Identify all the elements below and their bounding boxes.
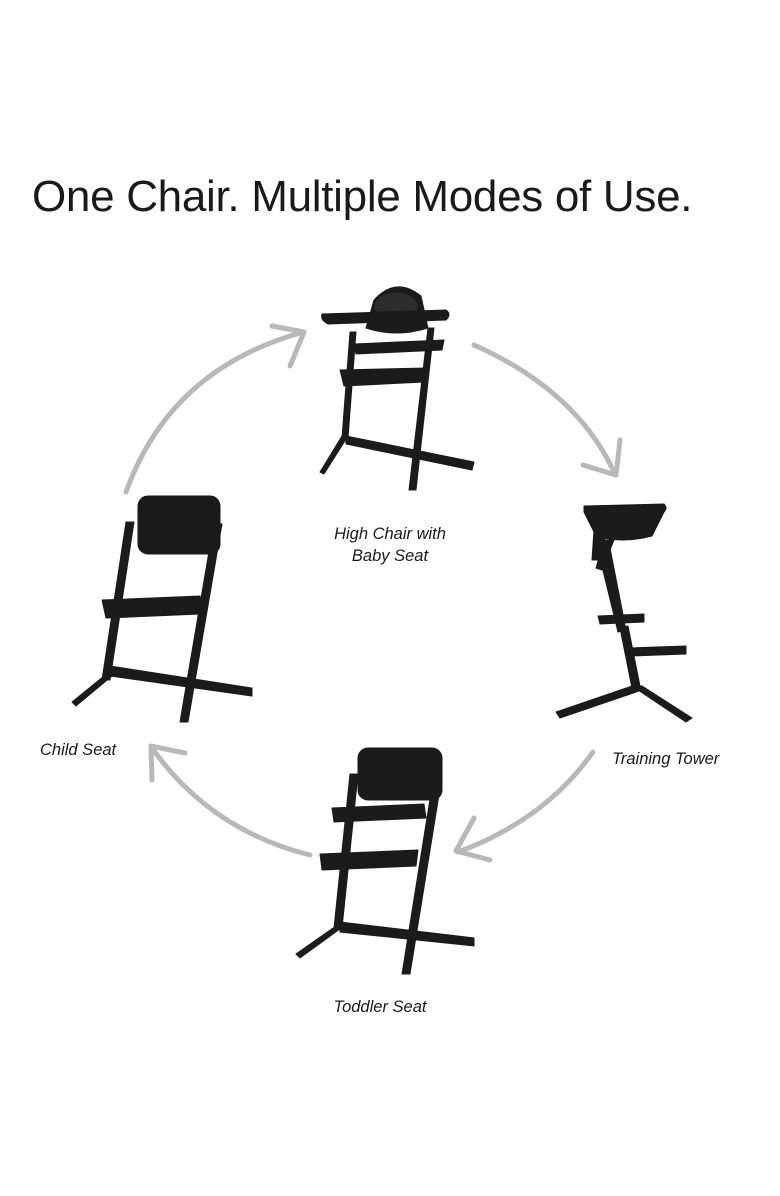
arrow-head-to-toddler-seat: [453, 815, 493, 863]
child-seat-illustration: [71, 495, 253, 723]
arrow-to-child-seat: [149, 745, 313, 858]
high-chair-illustration: [319, 286, 475, 491]
arrow-to-training-tower: [471, 342, 616, 473]
high-chair-label-line-1: High Chair with: [334, 525, 446, 543]
page-title: One Chair. Multiple Modes of Use.: [32, 172, 693, 221]
arrow-to-toddler-seat: [455, 749, 596, 855]
mode-label-training-tower: Training Tower: [612, 748, 762, 770]
arrow-to-high-chair: [123, 330, 303, 495]
mode-label-high-chair: High Chair with Baby Seat: [300, 523, 480, 567]
mode-label-child-seat: Child Seat: [40, 739, 160, 761]
toddler-seat-label: Toddler Seat: [333, 998, 427, 1016]
training-tower-label: Training Tower: [612, 750, 720, 768]
toddler-seat-illustration: [295, 747, 475, 975]
arrow-head-to-high-chair: [269, 323, 307, 369]
arrow-head-to-training-tower: [580, 437, 623, 478]
mode-label-toddler-seat: Toddler Seat: [300, 996, 460, 1018]
arrow-head-to-child-seat: [148, 743, 188, 783]
training-tower-illustration: [555, 503, 693, 723]
child-seat-label: Child Seat: [40, 741, 117, 759]
high-chair-label-line-2: Baby Seat: [351, 547, 429, 565]
